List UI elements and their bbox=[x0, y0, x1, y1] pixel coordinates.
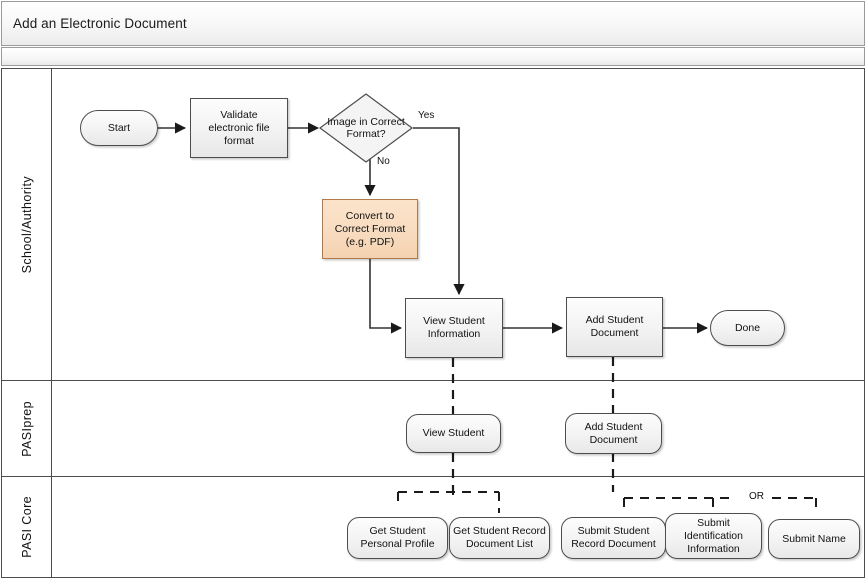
node-submit-student-record-document[interactable]: Submit Student Record Document bbox=[561, 517, 666, 559]
node-convert-label: Convert to Correct Format (e.g. PDF) bbox=[334, 209, 406, 248]
edge-label-or: OR bbox=[748, 491, 765, 502]
node-add-student-document[interactable]: Add Student Document bbox=[566, 297, 663, 357]
node-done[interactable]: Done bbox=[710, 310, 785, 346]
sub-bar bbox=[1, 47, 865, 66]
node-view-student[interactable]: View Student bbox=[406, 414, 501, 453]
lane-header-pasi-core: PASI Core bbox=[2, 477, 52, 577]
node-view-student-information-label: View Student Information bbox=[423, 315, 485, 340]
node-done-label: Done bbox=[734, 321, 761, 334]
page-title: Add an Electronic Document bbox=[13, 16, 187, 31]
node-submit-identification-information-label: Submit Identification Information bbox=[684, 516, 743, 555]
node-get-student-record-document-list-label: Get Student Record Document List bbox=[453, 525, 546, 550]
node-get-student-record-document-list[interactable]: Get Student Record Document List bbox=[449, 517, 550, 559]
lane-label-school-authority: School/Authority bbox=[19, 175, 34, 274]
node-submit-name-label: Submit Name bbox=[782, 532, 846, 545]
lane-divider-1 bbox=[2, 380, 864, 381]
node-add-student-document-pasiprep-label: Add Student Document bbox=[584, 420, 643, 446]
node-convert-to-correct-format[interactable]: Convert to Correct Format (e.g. PDF) bbox=[322, 199, 418, 259]
edge-label-yes: Yes bbox=[417, 110, 436, 121]
lane-label-pasiprep: PASIprep bbox=[19, 400, 34, 457]
lane-header-school-authority: School/Authority bbox=[2, 69, 52, 380]
node-validate-electronic-file-format[interactable]: Validate electronic file format bbox=[190, 98, 288, 158]
node-submit-name[interactable]: Submit Name bbox=[768, 519, 860, 559]
lane-divider-2 bbox=[2, 476, 864, 477]
node-submit-identification-information[interactable]: Submit Identification Information bbox=[665, 513, 762, 559]
node-start-label: Start bbox=[107, 121, 131, 134]
node-image-in-correct-format-decision[interactable]: Image in Correct Format? bbox=[318, 92, 414, 164]
node-validate-label: Validate electronic file format bbox=[208, 108, 270, 147]
lane-label-pasi-core: PASI Core bbox=[19, 496, 34, 558]
node-start[interactable]: Start bbox=[80, 110, 158, 146]
title-bar: Add an Electronic Document bbox=[1, 1, 865, 46]
node-get-student-personal-profile-label: Get Student Personal Profile bbox=[360, 525, 435, 550]
node-add-student-document-pasiprep[interactable]: Add Student Document bbox=[565, 413, 662, 454]
node-view-student-information[interactable]: View Student Information bbox=[405, 298, 503, 358]
edge-label-no: No bbox=[376, 156, 391, 167]
node-view-student-label: View Student bbox=[422, 427, 485, 439]
node-submit-student-record-document-label: Submit Student Record Document bbox=[571, 525, 656, 550]
node-add-student-document-label: Add Student Document bbox=[585, 314, 644, 339]
node-get-student-personal-profile[interactable]: Get Student Personal Profile bbox=[347, 517, 448, 559]
decision-diamond-icon bbox=[318, 93, 414, 163]
lane-header-pasiprep: PASIprep bbox=[2, 381, 52, 476]
